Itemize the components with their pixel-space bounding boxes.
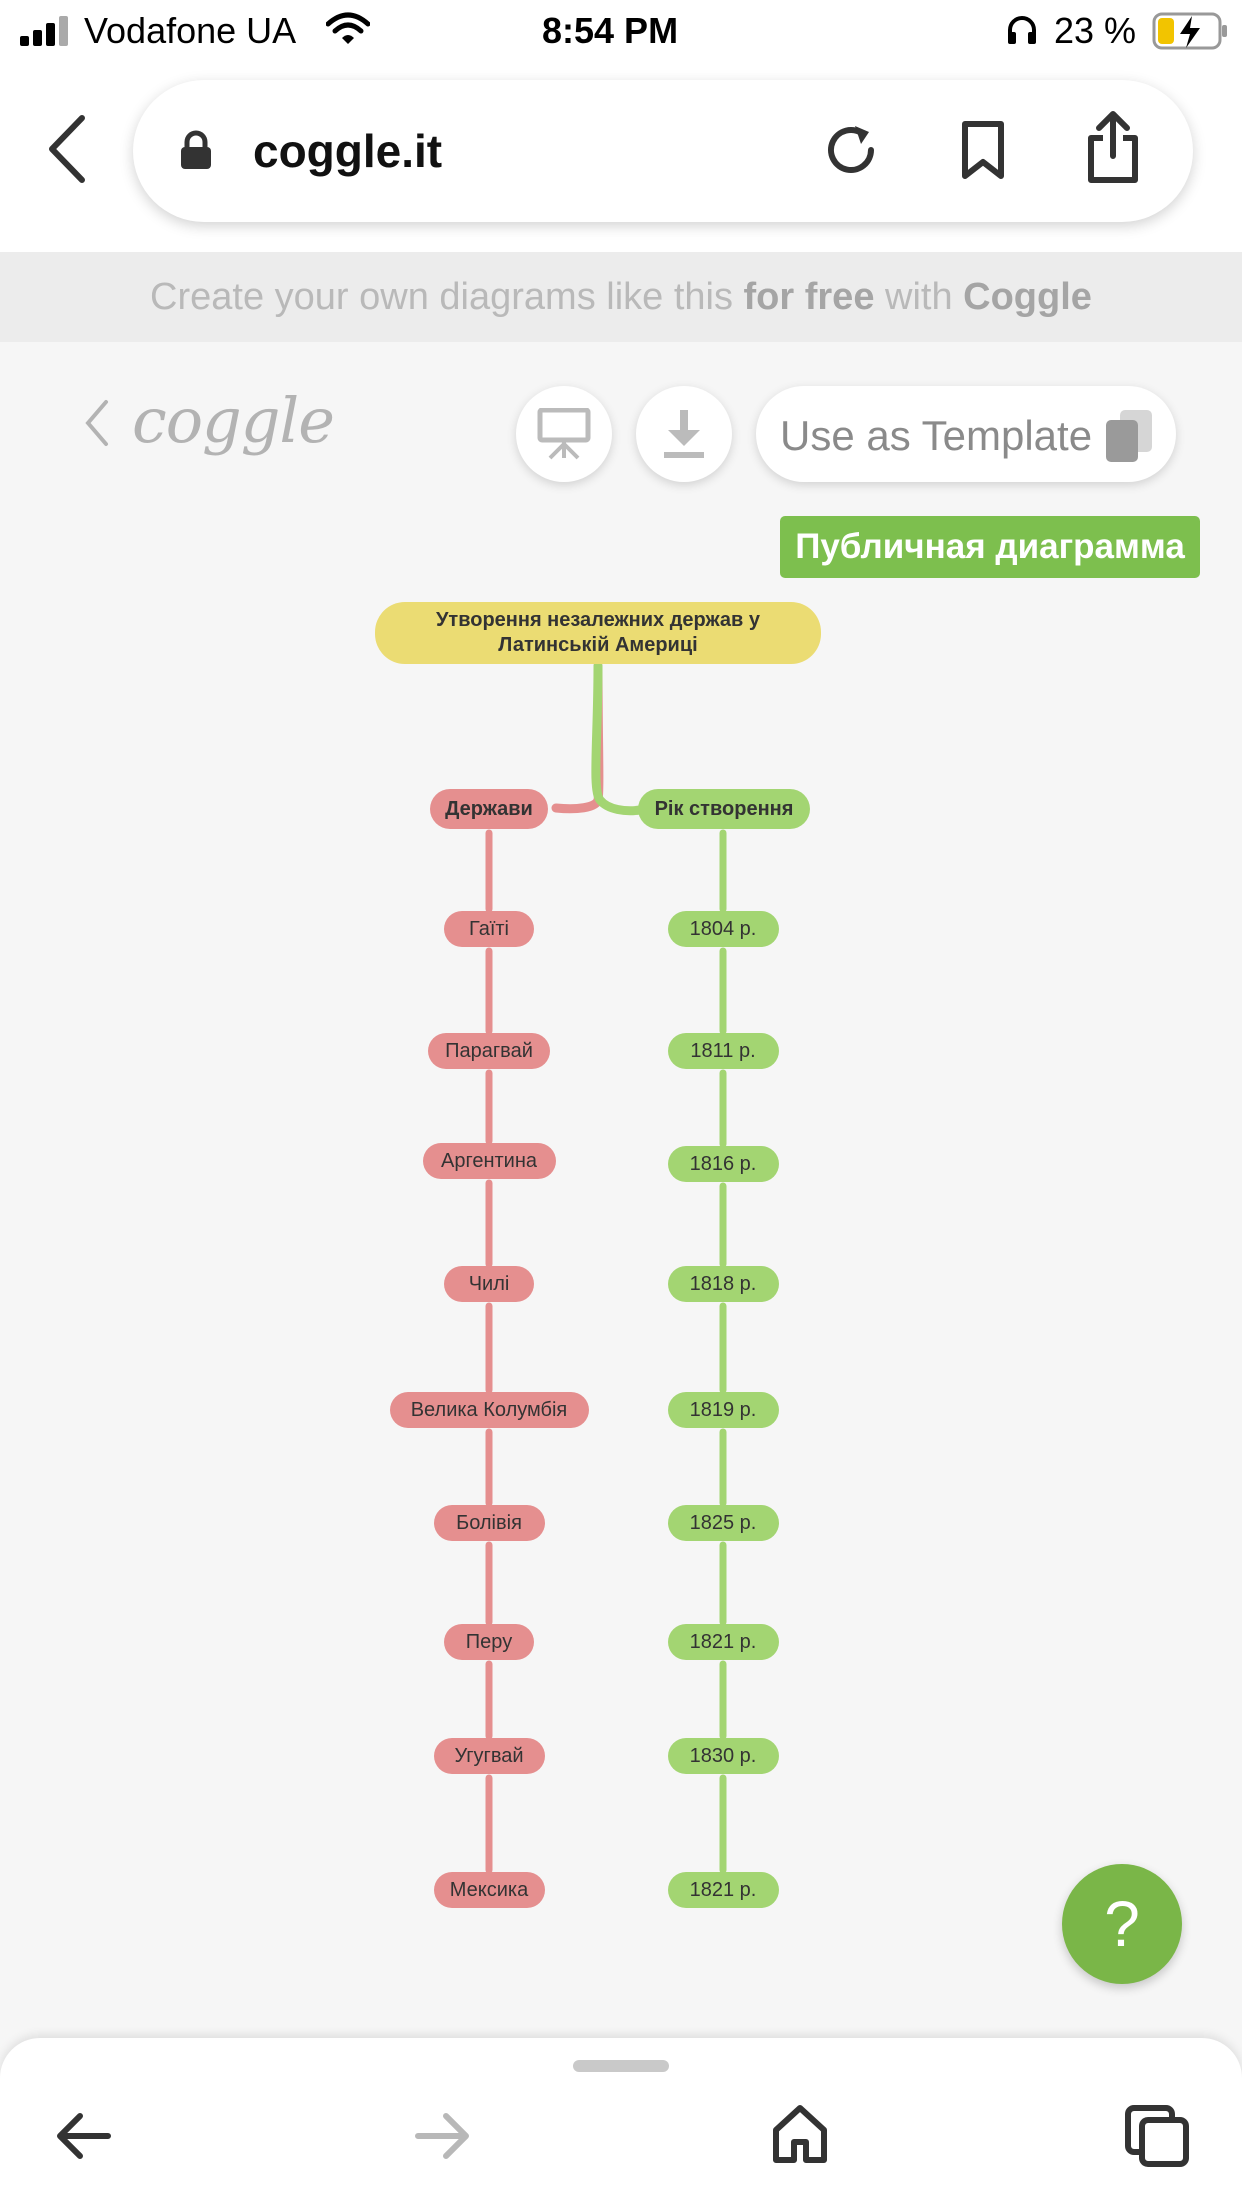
promo-text-1: Create your own diagrams like this xyxy=(150,276,744,318)
year-node[interactable]: 1804 р. xyxy=(667,911,779,947)
promo-banner[interactable]: Create your own diagrams like this for f… xyxy=(0,252,1242,342)
headphones-icon xyxy=(1008,16,1036,44)
bookmark-icon[interactable] xyxy=(959,120,1007,180)
public-diagram-badge: Публичная диаграмма xyxy=(780,516,1200,578)
back-arrow-icon[interactable] xyxy=(56,2112,112,2160)
year-node[interactable]: 1818 р. xyxy=(667,1266,779,1302)
use-as-template-button[interactable]: Use as Template xyxy=(756,386,1176,482)
wifi-icon xyxy=(326,12,370,44)
country-node[interactable]: Аргентина xyxy=(422,1143,556,1179)
country-node[interactable]: Болівія xyxy=(433,1505,545,1541)
present-button[interactable] xyxy=(516,386,612,482)
country-node[interactable]: Перу xyxy=(444,1624,534,1660)
battery-charging-icon xyxy=(1152,12,1227,50)
lock-icon xyxy=(181,130,211,169)
url-text: coggle.it xyxy=(253,125,443,177)
country-node[interactable]: Парагвай xyxy=(428,1033,550,1069)
back-chevron-icon[interactable] xyxy=(44,114,88,184)
year-node[interactable]: 1830 р. xyxy=(667,1738,779,1774)
carrier-label: Vodafone UA xyxy=(84,10,297,51)
year-node[interactable]: 1816 р. xyxy=(667,1146,779,1182)
time-label: 8:54 PM xyxy=(542,10,679,51)
toolbar-grabber[interactable] xyxy=(573,2060,669,2072)
cellular-signal-icon xyxy=(20,16,68,46)
year-node[interactable]: 1819 р. xyxy=(667,1392,779,1428)
year-node[interactable]: 1821 р. xyxy=(667,1872,779,1908)
root-node[interactable]: Утворення незалежних держав у Латинській… xyxy=(375,602,821,664)
copy-icon xyxy=(1106,410,1152,462)
promo-bold-coggle: Coggle xyxy=(963,276,1092,318)
promo-bold-free: for free xyxy=(743,276,875,318)
logo-back-chevron-icon[interactable] xyxy=(82,398,110,448)
forward-arrow-icon[interactable] xyxy=(414,2112,470,2160)
browser-address-area: coggle.it xyxy=(0,62,1242,252)
home-icon[interactable] xyxy=(772,2104,828,2164)
download-icon xyxy=(664,410,704,458)
country-node[interactable]: Угугвай xyxy=(433,1738,545,1774)
countries-header-node[interactable]: Держави xyxy=(430,789,548,829)
battery-percent: 23 % xyxy=(1054,10,1137,51)
presentation-icon xyxy=(537,408,591,460)
country-node[interactable]: Чилі xyxy=(444,1266,534,1302)
help-button[interactable]: ? xyxy=(1062,1864,1182,1984)
year-node[interactable]: 1811 р. xyxy=(667,1033,779,1069)
promo-text-2: with xyxy=(874,276,964,318)
browser-bottom-toolbar xyxy=(0,2038,1242,2208)
download-button[interactable] xyxy=(636,386,732,482)
tabs-icon[interactable] xyxy=(1124,2104,1190,2168)
years-header-node[interactable]: Рік створення xyxy=(638,789,810,829)
country-node[interactable]: Велика Колумбія xyxy=(389,1392,589,1428)
status-bar: Vodafone UA 8:54 PM 23 % xyxy=(0,0,1242,62)
coggle-logo[interactable]: coggle xyxy=(132,384,335,457)
template-label: Use as Template xyxy=(780,412,1093,459)
year-node[interactable]: 1825 р. xyxy=(667,1505,779,1541)
share-icon[interactable] xyxy=(1085,110,1141,184)
country-node[interactable]: Мексика xyxy=(433,1872,545,1908)
reload-icon[interactable] xyxy=(823,122,879,178)
year-node[interactable]: 1821 р. xyxy=(667,1624,779,1660)
country-node[interactable]: Гаїті xyxy=(444,911,534,947)
address-bar[interactable]: coggle.it xyxy=(133,80,1193,222)
diagram-branches xyxy=(485,661,727,1874)
